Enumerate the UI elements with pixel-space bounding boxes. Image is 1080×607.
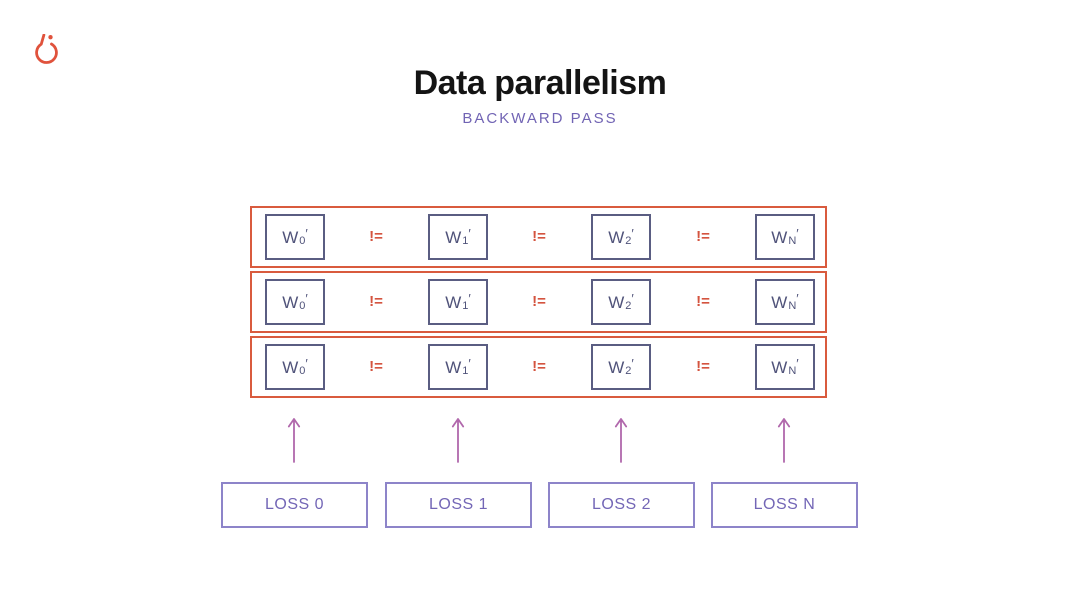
not-equal-symbol: !=	[696, 228, 710, 245]
weight-label: W1′	[445, 291, 471, 312]
weights-row-2: W0′ != W1′ != W2′ != WN′	[250, 336, 827, 398]
loss-box-3: LOSS N	[711, 482, 858, 528]
weight-label: W2′	[608, 291, 634, 312]
not-equal-symbol: !=	[369, 228, 383, 245]
loss-label: LOSS 1	[428, 496, 489, 513]
weight-box: W1′	[428, 214, 488, 260]
not-equal-symbol: !=	[532, 358, 546, 375]
up-arrow-icon	[777, 418, 791, 463]
weights-row-0: W0′ != W1′ != W2′ != WN′	[250, 206, 827, 268]
loss-label: LOSS 0	[264, 496, 325, 513]
weight-label: W0′	[282, 291, 308, 312]
loss-box-1: LOSS 1	[385, 482, 532, 528]
weight-box: W2′	[591, 214, 651, 260]
loss-label: LOSS 2	[591, 496, 652, 513]
page-subtitle: BACKWARD PASS	[462, 110, 618, 127]
weight-box: WN′	[755, 214, 815, 260]
weight-box: W1′	[428, 344, 488, 390]
pytorch-logo-icon	[35, 34, 58, 64]
weight-label: W0′	[282, 226, 308, 247]
weight-label: W0′	[282, 356, 308, 377]
weight-box: W0′	[265, 214, 325, 260]
loss-box-0: LOSS 0	[221, 482, 368, 528]
weight-label: W1′	[445, 226, 471, 247]
weight-label: WN′	[771, 226, 799, 247]
weight-label: W2′	[608, 356, 634, 377]
not-equal-symbol: !=	[696, 293, 710, 310]
not-equal-symbol: !=	[532, 293, 546, 310]
loss-box-2: LOSS 2	[548, 482, 695, 528]
weights-row-1: W0′ != W1′ != W2′ != WN′	[250, 271, 827, 333]
weight-label: W2′	[608, 226, 634, 247]
weight-box: W1′	[428, 279, 488, 325]
weight-box: W2′	[591, 344, 651, 390]
not-equal-symbol: !=	[696, 358, 710, 375]
weight-box: WN′	[755, 279, 815, 325]
up-arrow-icon	[287, 418, 301, 463]
weight-grid: W0′ != W1′ != W2′ != WN′ W0′ != W1′ !	[250, 206, 827, 401]
weight-box: W0′	[265, 279, 325, 325]
not-equal-symbol: !=	[369, 293, 383, 310]
loss-label: LOSS N	[753, 496, 816, 513]
weight-label: W1′	[445, 356, 471, 377]
weight-box: WN′	[755, 344, 815, 390]
up-arrow-icon	[614, 418, 628, 463]
up-arrow-icon	[451, 418, 465, 463]
weight-box: W2′	[591, 279, 651, 325]
weight-label: WN′	[771, 356, 799, 377]
weight-box: W0′	[265, 344, 325, 390]
weight-label: WN′	[771, 291, 799, 312]
page-title: Data parallelism	[413, 64, 667, 102]
not-equal-symbol: !=	[532, 228, 546, 245]
not-equal-symbol: !=	[369, 358, 383, 375]
